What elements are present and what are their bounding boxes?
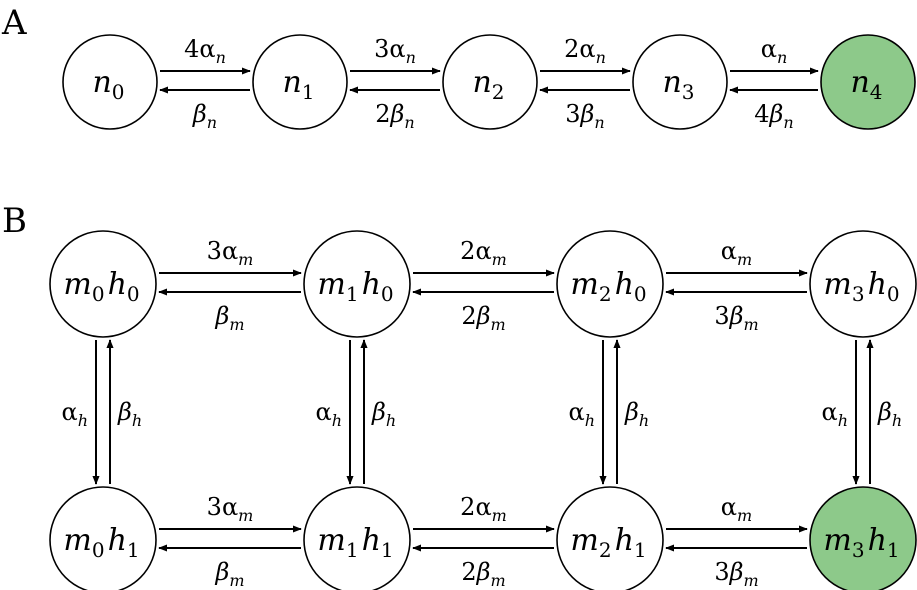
node-m2h1-label: m2 h1 [570, 523, 649, 562]
node-n3 [632, 34, 728, 130]
node-n2-label: n2 [472, 65, 507, 104]
panel-b-label: B [2, 201, 27, 241]
rate-forward-b-r0-2: αm [721, 237, 752, 269]
node-m3h0-label: m3 h0 [823, 267, 902, 306]
rate-backward-b-r0-1: 2βm [461, 302, 505, 334]
node-m3h1-label: m3 h1 [823, 523, 902, 562]
node-m2h1 [556, 486, 664, 590]
rate-forward-b-r0-1: 2αm [460, 237, 507, 269]
node-m3h1 [809, 486, 917, 590]
node-n4 [820, 34, 916, 130]
rate-backward-b-r1-1: 2βm [461, 558, 505, 590]
rate-forward-b-r1-2: αm [721, 493, 752, 525]
rate-backward-b-r0-0: βm [214, 302, 244, 334]
rate-up-b-1: βh [371, 398, 396, 430]
node-n0 [62, 34, 158, 130]
rate-backward-a-1: 2βn [375, 100, 414, 132]
node-n0-label: n0 [92, 65, 127, 104]
rate-forward-a-2: 2αn [564, 35, 606, 67]
rate-backward-b-r1-0: βm [214, 558, 244, 590]
node-n1-label: n1 [282, 65, 317, 104]
transition-arrows [92, 67, 874, 552]
rate-backward-a-0: βn [192, 100, 217, 132]
rate-backward-b-r0-2: 3βm [714, 302, 758, 334]
node-n2 [442, 34, 538, 130]
rate-forward-b-r0-0: 3αm [207, 237, 254, 269]
node-m3h0 [809, 230, 917, 338]
panel-a-label: A [1, 3, 27, 43]
rate-labels: 4αn βn 3αn 2βn 2αn 3βn αn 4βn 3αm βm 2αm 2βm αm 3βm 3α… [61, 35, 902, 590]
rate-backward-b-r1-2: 3βm [714, 558, 758, 590]
rate-backward-a-2: 3βn [565, 100, 604, 132]
node-n3-label: n3 [662, 65, 697, 104]
rate-down-b-3: αh [821, 398, 848, 430]
node-m1h0-label: m1 h0 [317, 267, 396, 306]
rate-down-b-2: αh [568, 398, 595, 430]
rate-forward-b-r1-0: 3αm [207, 493, 254, 525]
node-m0h0-label: m0 h0 [63, 267, 142, 306]
state-nodes: n0 n1 n2 n3 n4 m0 h0 m1 h0 m2 h0 m3 h0 m… [49, 34, 917, 590]
rate-forward-a-3: αn [761, 35, 788, 67]
rate-up-b-2: βh [624, 398, 649, 430]
rate-forward-a-1: 3αn [374, 35, 416, 67]
node-n4-label: n4 [850, 65, 885, 104]
rate-up-b-3: βh [877, 398, 902, 430]
rate-forward-b-r1-1: 2αm [460, 493, 507, 525]
rate-up-b-0: βh [117, 398, 142, 430]
node-m0h1 [49, 486, 157, 590]
node-m2h0-label: m2 h0 [570, 267, 649, 306]
rate-forward-a-0: 4αn [184, 35, 226, 67]
node-m0h0 [49, 230, 157, 338]
rate-backward-a-3: 4βn [754, 100, 793, 132]
rate-down-b-1: αh [315, 398, 342, 430]
node-m0h1-label: m0 h1 [63, 523, 142, 562]
node-m2h0 [556, 230, 664, 338]
node-m1h1-label: m1 h1 [317, 523, 396, 562]
node-n1 [252, 34, 348, 130]
rate-down-b-0: αh [61, 398, 88, 430]
node-m1h0 [303, 230, 411, 338]
node-m1h1 [303, 486, 411, 590]
